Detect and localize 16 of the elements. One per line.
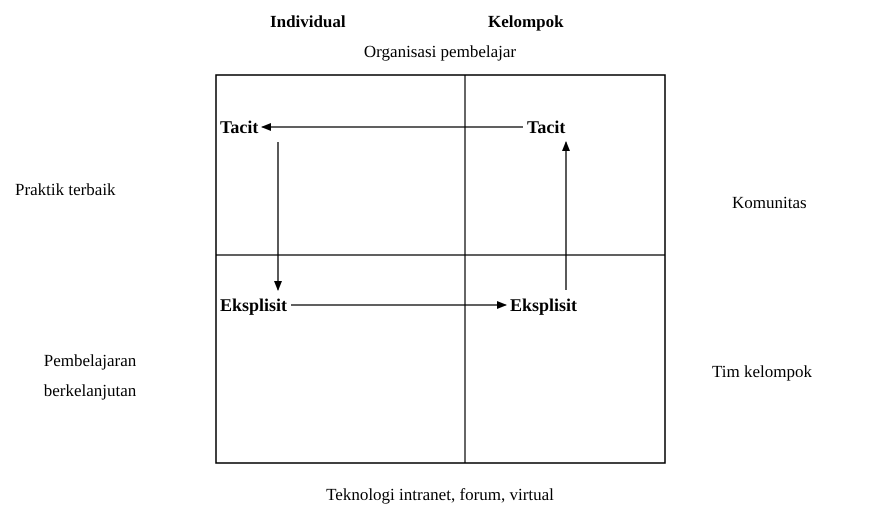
side-label: Komunitas [732, 193, 807, 213]
quadrant-label: Eksplisit [220, 294, 288, 316]
arrow [261, 123, 523, 131]
arrow [562, 141, 570, 290]
arrow [274, 142, 282, 291]
side-label: Praktik terbaik [15, 180, 116, 200]
quadrant-label: Tacit [527, 116, 566, 138]
side-label: Pembelajaran berkelanjutan [42, 350, 138, 402]
side-label: Teknologi intranet, forum, virtual [325, 485, 555, 505]
column-heading: Individual [270, 12, 346, 32]
arrow [291, 301, 507, 309]
side-label: Tim kelompok [712, 362, 812, 382]
quadrant-label: Eksplisit [510, 294, 578, 316]
column-heading: Kelompok [488, 12, 564, 32]
side-label: Organisasi pembelajar [362, 42, 518, 62]
quadrant-label: Tacit [220, 116, 258, 138]
